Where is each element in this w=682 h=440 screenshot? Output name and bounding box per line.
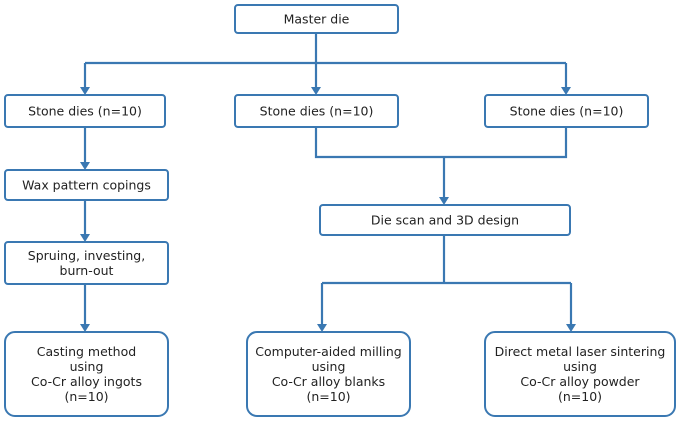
- stone-dies-box-2-label: Stone dies (n=10): [260, 104, 374, 119]
- casting-method-box-label: using: [70, 359, 104, 374]
- laser-sintering-box-label: Co-Cr alloy powder: [520, 374, 640, 389]
- stone-dies-box-1: Stone dies (n=10): [4, 94, 166, 128]
- master-die-box-label: Master die: [284, 12, 350, 27]
- spruing-box-frame: [4, 241, 169, 285]
- arrow-to-stone-dies-2-arrowhead: [311, 87, 321, 95]
- milling-box-label: using: [312, 359, 346, 374]
- laser-sintering-box-label: using: [563, 359, 597, 374]
- milling-box-frame: [246, 331, 411, 417]
- stone-dies-merge-bar: [314, 127, 568, 159]
- laser-sintering-box-label: (n=10): [558, 389, 602, 404]
- die-scan-box: Die scan and 3D design: [319, 204, 571, 236]
- die-scan-box-frame: [319, 204, 571, 236]
- master-die-box-frame: [234, 4, 399, 34]
- spruing-box-label: Spruing, investing,: [28, 248, 145, 263]
- casting-method-box-label: Casting method: [37, 344, 136, 359]
- laser-sintering-box-label: Direct metal laser sintering: [495, 344, 666, 359]
- stone-dies-box-3: Stone dies (n=10): [484, 94, 649, 128]
- milling-box-label: Computer-aided milling: [255, 344, 401, 359]
- wax-pattern-box-frame: [4, 169, 169, 201]
- arrow-to-spruing-arrowhead: [80, 234, 90, 242]
- arrow-to-die-scan-arrowhead: [439, 197, 449, 205]
- spruing-box: Spruing, investing,burn-out: [4, 241, 169, 285]
- casting-method-box-label: (n=10): [64, 389, 108, 404]
- arrow-to-laser-arrowhead: [566, 324, 576, 332]
- laser-sintering-box-frame: [484, 331, 676, 417]
- stone-dies-box-2: Stone dies (n=10): [234, 94, 399, 128]
- stone-dies-box-2-frame: [234, 94, 399, 128]
- casting-method-box-frame: [4, 331, 169, 417]
- spruing-box-label: burn-out: [60, 263, 114, 278]
- wax-pattern-box: Wax pattern copings: [4, 169, 169, 201]
- die-scan-box-label: Die scan and 3D design: [371, 213, 519, 228]
- milling-box-label: Co-Cr alloy blanks: [272, 374, 385, 389]
- arrow-to-milling-arrowhead: [317, 324, 327, 332]
- stone-dies-box-3-label: Stone dies (n=10): [510, 104, 624, 119]
- milling-box-label: (n=10): [306, 389, 350, 404]
- arrow-to-wax-pattern-arrowhead: [80, 162, 90, 170]
- stone-dies-box-1-frame: [4, 94, 166, 128]
- stone-dies-box-1-label: Stone dies (n=10): [28, 104, 142, 119]
- arrow-to-casting-arrowhead: [80, 324, 90, 332]
- casting-method-box-label: Co-Cr alloy ingots: [31, 374, 142, 389]
- wax-pattern-box-label: Wax pattern copings: [22, 178, 151, 193]
- stone-dies-box-3-frame: [484, 94, 649, 128]
- arrow-to-stone-dies-3-arrowhead: [561, 87, 571, 95]
- arrow-to-stone-dies-1-arrowhead: [80, 87, 90, 95]
- master-die-box: Master die: [234, 4, 399, 34]
- connectors: [80, 33, 576, 332]
